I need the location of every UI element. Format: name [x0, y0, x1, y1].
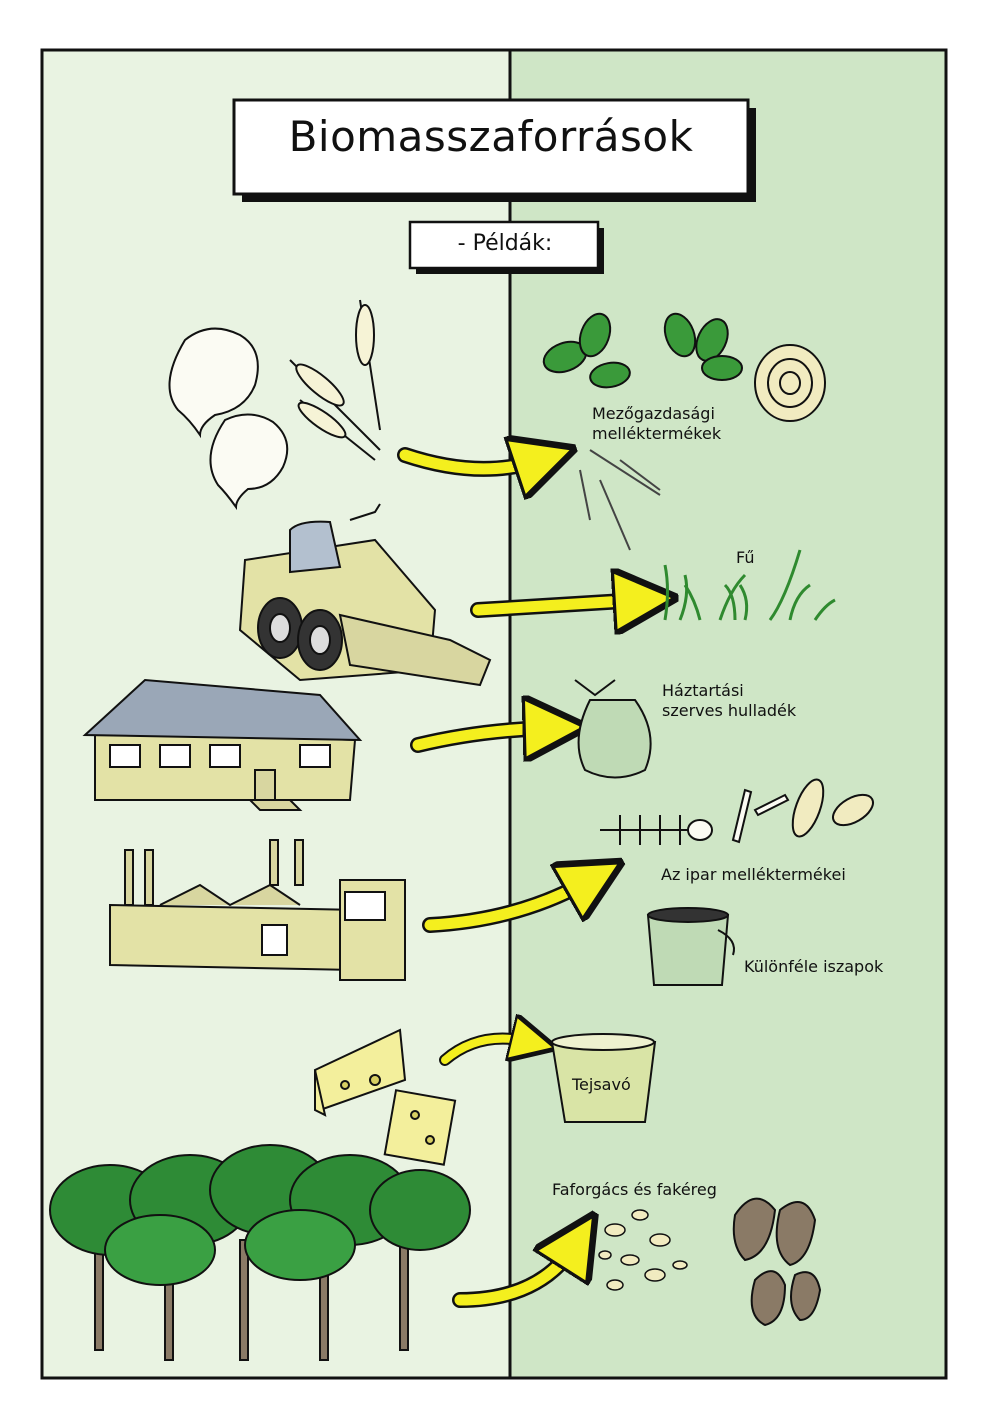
label-agri-byproducts-line1: Mezőgazdasági — [592, 404, 715, 423]
label-agri-byproducts-line2: melléktermékek — [592, 424, 722, 443]
bone-icon — [731, 788, 790, 844]
label-wood-chips-bark: Faforgács és fakéreg — [552, 1180, 717, 1199]
turnip-icon — [168, 327, 289, 511]
waste-bag-icon — [574, 679, 652, 779]
house-icon — [82, 678, 363, 811]
subtitle: - Példák: — [457, 231, 553, 256]
wood-chips-icon — [598, 1209, 688, 1291]
lawn-mower-icon — [238, 503, 492, 687]
factory-icon — [109, 839, 406, 981]
feather-icon — [791, 778, 874, 838]
cheese-icon — [313, 1028, 457, 1166]
leaf-icon — [542, 312, 743, 389]
label-sludges: Különféle iszapok — [744, 957, 884, 976]
wheat-icon — [289, 299, 381, 461]
hay-bale-icon — [754, 344, 826, 422]
label-industry-byproducts: Az ipar melléktermékei — [661, 865, 846, 884]
bark-icon — [732, 1197, 822, 1327]
page-title: Biomasszaforrások — [288, 112, 694, 161]
fish-bone-icon — [600, 815, 713, 845]
subtitle-box — [408, 220, 600, 270]
grass-icon — [663, 549, 836, 621]
label-whey: Tejsavó — [572, 1075, 631, 1094]
whey-cup-icon — [550, 1033, 657, 1123]
straw-icon — [579, 449, 661, 551]
label-grass: Fű — [736, 548, 755, 567]
bucket-icon — [646, 907, 735, 986]
label-household-waste-line1: Háztartási — [662, 681, 744, 700]
title-box — [232, 98, 750, 196]
forest-icon — [49, 1144, 471, 1361]
label-household-waste-line2: szerves hulladék — [662, 701, 797, 720]
